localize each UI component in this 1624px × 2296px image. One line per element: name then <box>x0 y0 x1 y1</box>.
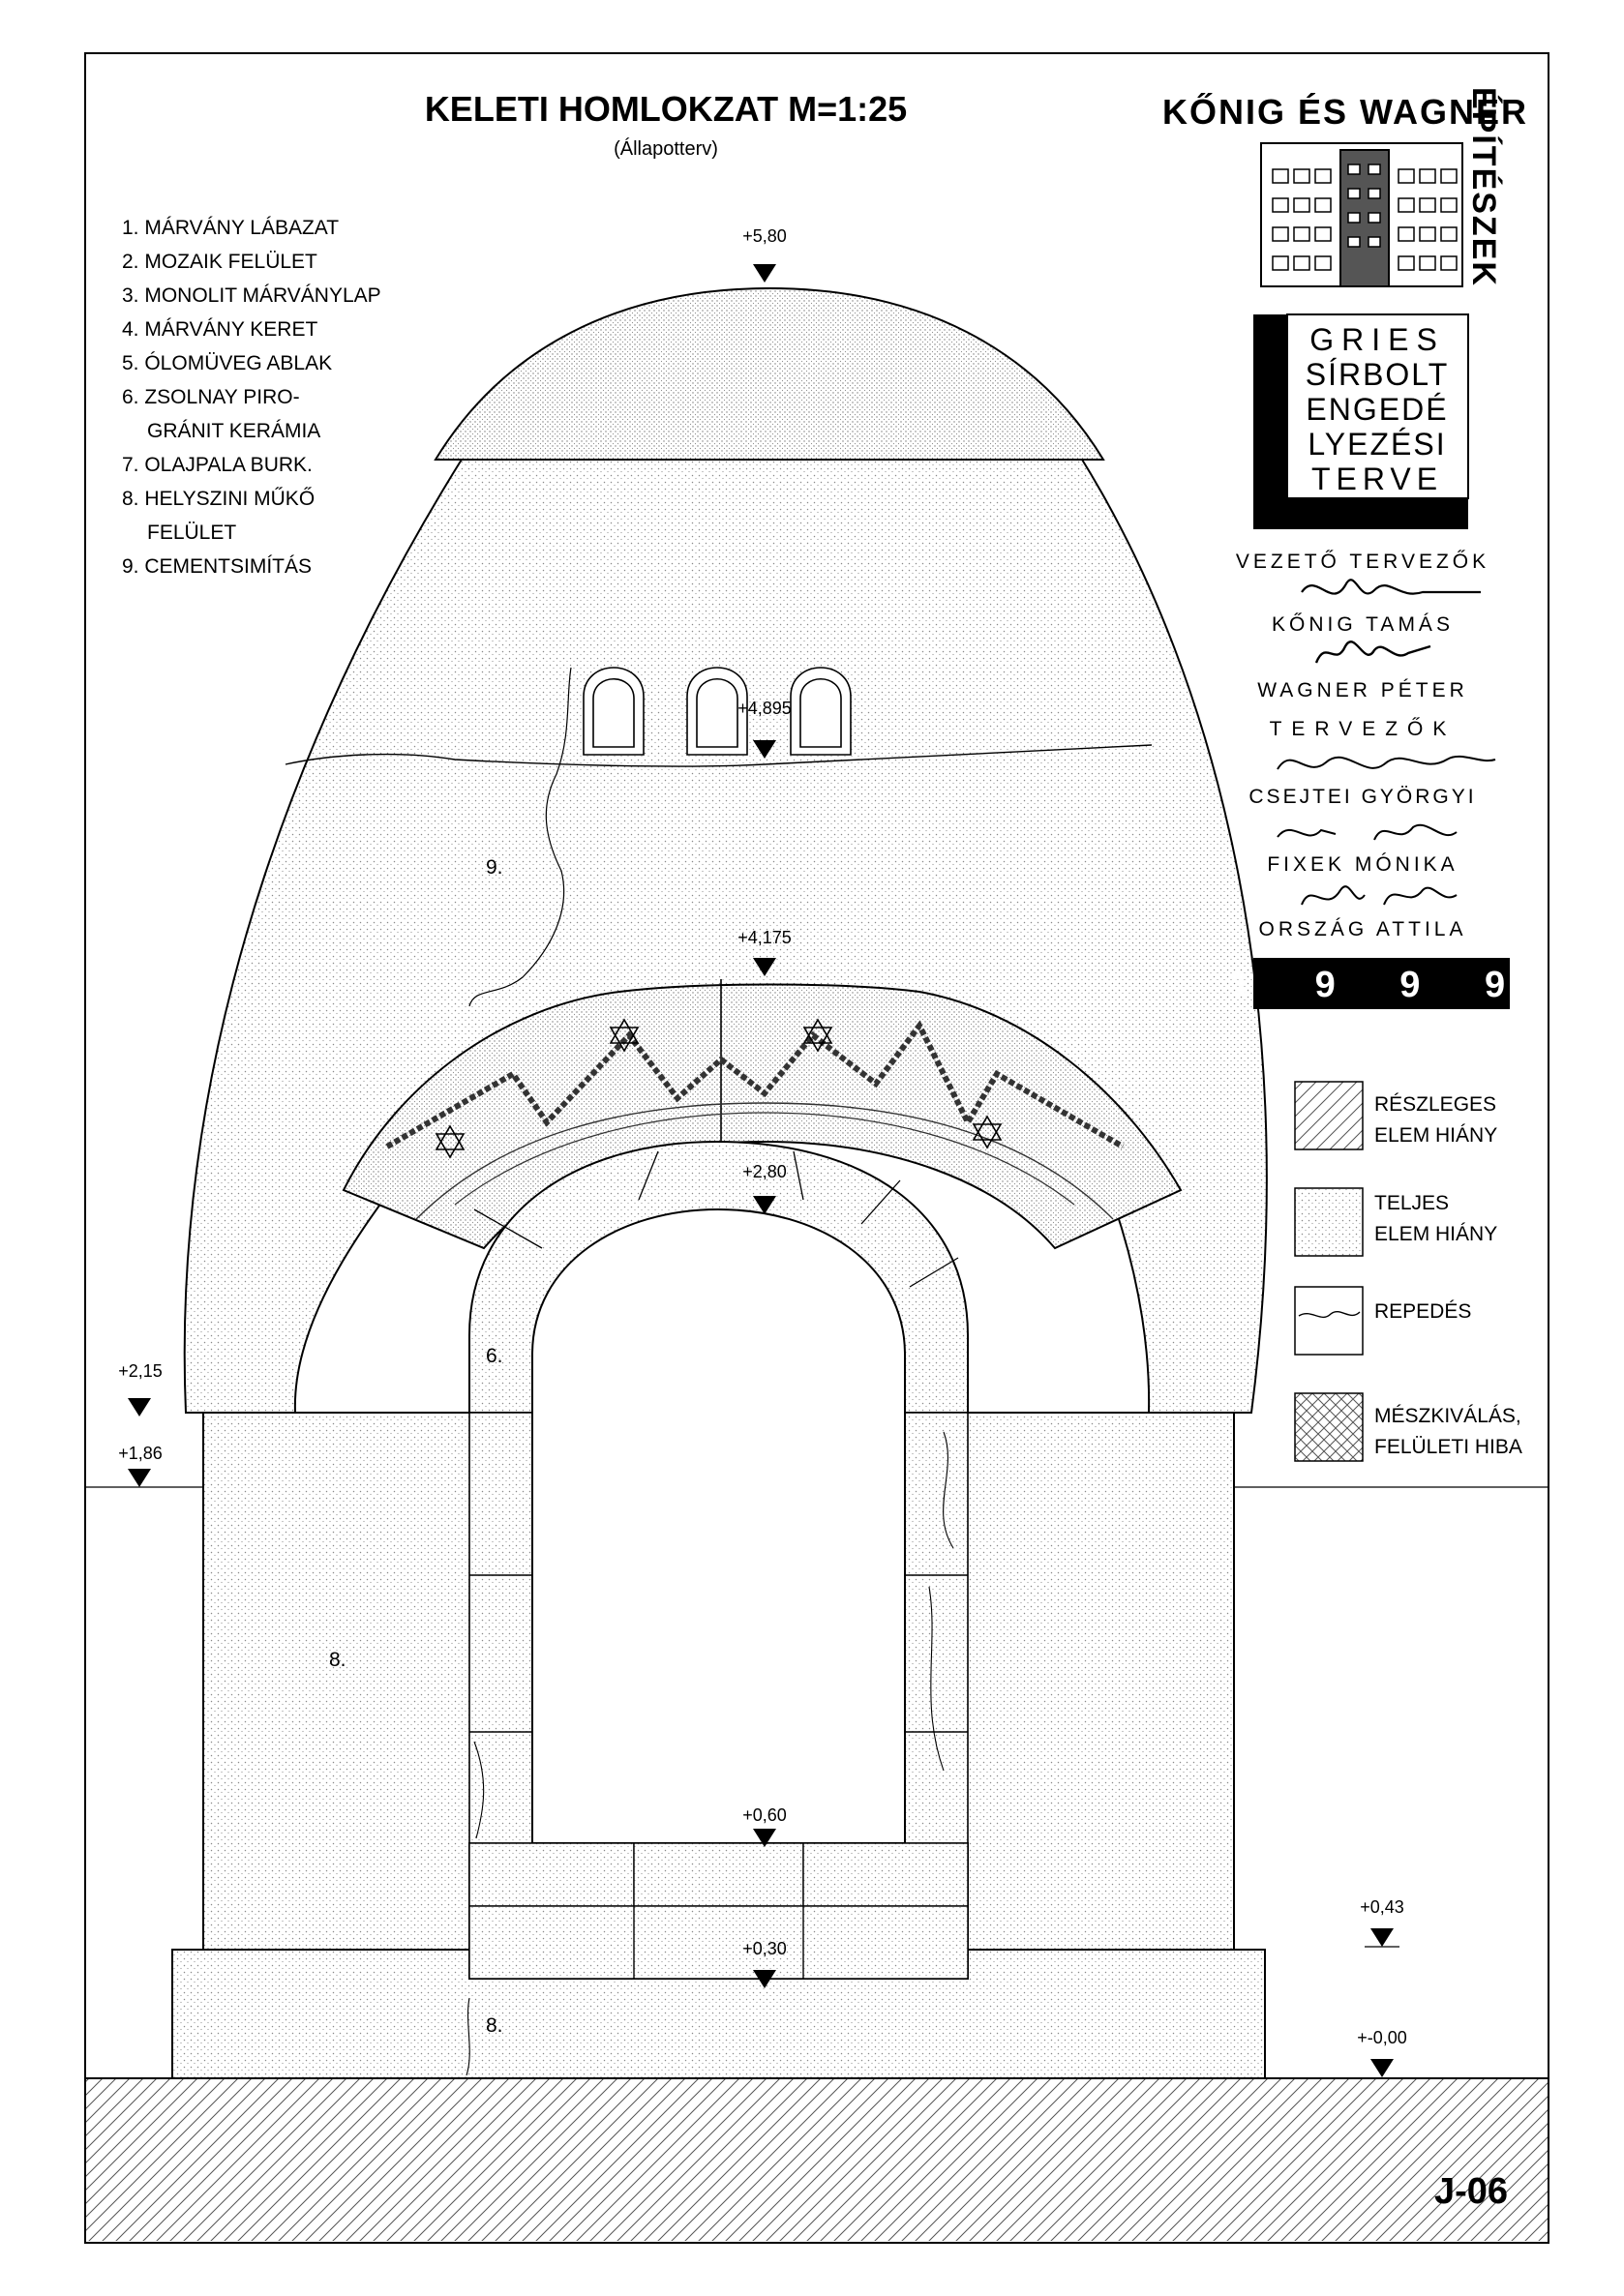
zone-label-9: 9. <box>486 856 503 879</box>
hatch-swatch-full-missing <box>1294 1187 1364 1257</box>
legend-item-9: 9. CEMENTSIMÍTÁS <box>122 555 312 578</box>
project-line-1: GRIES <box>1309 322 1445 357</box>
elevation-060: +0,60 <box>742 1805 787 1825</box>
mosaic-zigzag-band <box>385 1020 1125 1149</box>
elevation-marker-4175 <box>753 958 776 976</box>
material-legend: 1. MÁRVÁNY LÁBAZAT 2. MOZAIK FELÜLET 3. … <box>122 217 381 578</box>
hatch-label-full-2: ELEM HIÁNY <box>1374 1223 1497 1245</box>
firm-name: KŐNIG ÉS WAGNER <box>1162 91 1528 132</box>
small-window-2 <box>686 667 748 756</box>
elevation-marker-043 <box>1370 1928 1394 1947</box>
hatch-label-crack: REPEDÉS <box>1374 1300 1471 1323</box>
lead-designer-2: WAGNER PÉTER <box>1257 679 1468 701</box>
legend-item-8b: FELÜLET <box>147 522 236 544</box>
right-jamb <box>904 1412 969 1844</box>
signature-orszag <box>1301 885 1458 906</box>
drawing-subtitle: (Állapotterv) <box>614 137 718 160</box>
legend-item-2: 2. MOZAIK FELÜLET <box>122 251 317 273</box>
hatch-label-partial-1: RÉSZLEGES <box>1374 1093 1496 1116</box>
hatch-swatch-partial-missing <box>1294 1081 1364 1150</box>
elevation-000: +-0,00 <box>1357 2028 1407 2047</box>
signature-csejtei <box>1277 755 1496 770</box>
project-line-4: LYEZÉSI <box>1308 427 1446 462</box>
legend-item-8: 8. HELYSZINI MŰKŐ <box>122 488 315 510</box>
threshold-step-3 <box>802 1842 969 1907</box>
legend-item-3: 3. MONOLIT MÁRVÁNYLAP <box>122 284 381 307</box>
elevation-4895: +4,895 <box>737 699 792 718</box>
dome-cap <box>434 286 1105 461</box>
elevation-030: +0,30 <box>742 1939 787 1958</box>
threshold-step-4 <box>468 1905 969 1980</box>
small-window-1 <box>583 667 645 756</box>
hatch-swatch-crack <box>1294 1286 1364 1356</box>
ground-section <box>86 2078 1548 2241</box>
threshold-step-1 <box>468 1842 635 1907</box>
legend-item-6b: GRÁNIT KERÁMIA <box>147 420 320 442</box>
legend-item-4: 4. MÁRVÁNY KERET <box>122 318 317 341</box>
zone-label-6: 6. <box>486 1345 503 1367</box>
render-boundary-line <box>285 744 1153 767</box>
title-block: KŐNIG ÉS WAGNER ÉPÍTÉSZEK <box>1162 87 1532 1009</box>
small-window-group <box>583 667 852 756</box>
star-of-david-icons <box>435 1018 1003 1159</box>
designer-1: CSEJTEI GYÖRGYI <box>1248 786 1476 808</box>
legend-item-1: 1. MÁRVÁNY LÁBAZAT <box>122 217 339 239</box>
elevation-marker-280 <box>753 1196 776 1214</box>
project-line-5: TERVE <box>1311 462 1443 496</box>
legend-item-6: 6. ZSOLNAY PIRO- <box>122 386 300 408</box>
legend-item-5: 5. ÓLOMÜVEG ABLAK <box>122 352 332 374</box>
year-text: 1 9 9 9 <box>1230 965 1532 1005</box>
signature-fixek <box>1277 823 1458 841</box>
year-band <box>1253 958 1510 1009</box>
elevation-marker-186 <box>128 1469 151 1487</box>
elevation-marker-060 <box>753 1829 776 1847</box>
threshold-step-2 <box>633 1842 804 1907</box>
firm-name-side: ÉPÍTÉSZEK <box>1465 87 1502 287</box>
drawing-title: KELETI HOMLOKZAT M=1:25 <box>425 89 907 129</box>
elevation-580: +5,80 <box>742 226 787 246</box>
elevation-marker-580 <box>753 264 776 283</box>
crack-line <box>468 667 572 1007</box>
project-line-2: SÍRBOLT <box>1306 357 1450 392</box>
legend-item-7: 7. OLAJPALA BURK. <box>122 454 313 476</box>
elevation-marker-4895 <box>753 740 776 759</box>
sheet-border <box>84 52 1549 2244</box>
sheet-number: J-06 <box>1434 2171 1508 2212</box>
elevation-215: +2,15 <box>118 1361 163 1381</box>
hatch-label-eff-1: MÉSZKIVÁLÁS, <box>1374 1405 1521 1427</box>
designer-3: ORSZÁG ATTILA <box>1259 918 1467 940</box>
left-jamb <box>468 1412 533 1844</box>
small-window-3 <box>790 667 852 756</box>
elevation-marker-215 <box>128 1398 151 1416</box>
zone-label-8-wall: 8. <box>329 1649 346 1671</box>
hatch-label-eff-2: FELÜLETI HIBA <box>1374 1436 1522 1458</box>
zone-label-8-base: 8. <box>486 2014 503 2037</box>
hatch-swatch-efflorescence <box>1294 1392 1364 1462</box>
elevation-markers: +5,80 +4,895 +4,175 +2,80 +2,15 +1,86 +0… <box>118 226 1407 2077</box>
crack-icon <box>1298 1311 1361 1319</box>
hatch-legend: RÉSZLEGES ELEM HIÁNY TELJES ELEM HIÁNY R… <box>1294 1081 1522 1462</box>
elevation-186: +1,86 <box>118 1444 163 1463</box>
elevation-marker-030 <box>753 1970 776 1988</box>
signature-konig <box>1301 579 1481 595</box>
elevation-280: +2,80 <box>742 1162 787 1181</box>
elevation-4175: +4,175 <box>737 928 792 947</box>
hatch-label-partial-2: ELEM HIÁNY <box>1374 1124 1497 1147</box>
signature-wagner <box>1314 641 1431 664</box>
elevation-marker-000 <box>1370 2059 1394 2077</box>
building-logo-icon <box>1260 142 1463 287</box>
elevation-043: +0,43 <box>1360 1897 1404 1917</box>
lead-designers-label: VEZETŐ TERVEZŐK <box>1236 551 1489 573</box>
designer-2: FIXEK MÓNIKA <box>1267 853 1458 876</box>
project-line-3: ENGEDÉ <box>1306 392 1448 427</box>
door-opening <box>531 1208 906 1844</box>
hatch-label-full-1: TELJES <box>1374 1192 1449 1214</box>
lead-designer-1: KŐNIG TAMÁS <box>1272 613 1454 636</box>
designers-label: TERVEZŐK <box>1270 718 1457 740</box>
